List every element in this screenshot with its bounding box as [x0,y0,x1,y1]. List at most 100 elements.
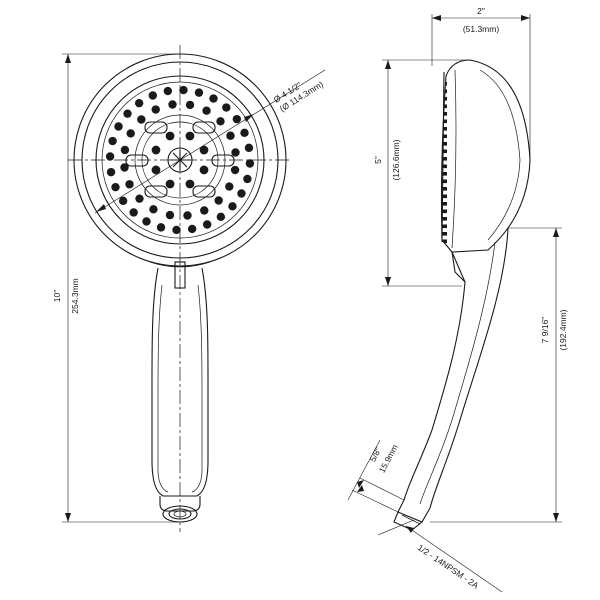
side-handle-mid [419,241,496,505]
head-height-in-label: 5" [373,156,383,164]
spray-hole [183,211,192,220]
inlet-length-ext-1 [359,477,405,501]
side-head-rim [479,69,521,241]
side-inlet-connector [393,499,431,531]
side-nozzle [441,89,447,94]
thread-spec-label: 1/2 - 14NPSM - 2A [416,542,481,590]
side-nozzle [441,157,447,161]
inlet-length-arrow-2 [357,485,364,492]
side-nozzle [441,134,447,139]
spray-hole [216,117,225,126]
spray-hole [185,179,195,189]
front-head-ring-2 [81,61,279,259]
side-nozzle [441,142,447,146]
spray-hole [199,165,209,175]
spray-hole [111,182,120,192]
diameter-leader-line [94,69,326,214]
side-nozzle [441,187,447,191]
front-center-ring-inner [141,121,219,199]
spray-hole [148,91,158,100]
overall-length-mm-label: 254.3mm [70,278,80,313]
front-spray-ring [101,81,259,239]
head-width-arrow-left [432,15,441,21]
handle-length-arrow-bottom [553,513,559,522]
diameter-arrow-lower [96,204,106,212]
front-setting-indicators [125,121,235,198]
spray-hole [237,189,246,198]
diameter-arrow-upper [244,114,254,122]
spray-hole [172,225,181,235]
spray-hole [142,217,151,226]
handle-length-mm-label: (192.4mm) [558,309,568,350]
side-nozzle [441,97,447,101]
front-face-plate [95,75,265,245]
head-height-arrow-top [385,60,391,69]
thread-spec-arrow [406,526,414,533]
spray-hole [129,208,138,217]
side-neck-tab [451,251,466,283]
side-nozzle [441,112,447,116]
spray-hole [151,105,160,114]
spray-hole [230,165,240,175]
handle-length-arrow-top [553,228,559,237]
overall-length-in-label: 10" [52,290,62,302]
spray-hole [226,131,235,140]
spray-hole [120,145,130,155]
front-view: Ø 4 1/2" (Ø 114.3mm) 10" 254.3mm [52,45,326,532]
spray-hole [125,180,134,189]
spray-hole [151,165,161,175]
spray-hole [202,106,211,115]
side-nozzle [441,224,447,229]
thread-spec-leader [405,525,503,593]
spray-hole [244,143,254,153]
spray-hole [108,136,117,146]
head-width-mm-label: (51.3mm) [463,24,500,34]
side-head-dome [440,59,531,253]
front-spray-holes [105,85,255,235]
side-face-line [441,71,445,243]
spray-hole [163,86,173,96]
spray-hole [214,196,223,205]
spray-hole [123,109,132,118]
side-nozzle [441,104,447,109]
overall-length-arrow-bottom [65,513,71,522]
spray-hole [232,114,242,124]
spray-hole [200,206,209,215]
head-height-arrow-bottom [385,277,391,286]
spray-hole [165,210,175,220]
thread-spec-leader-2 [377,519,415,536]
spray-hole [245,159,255,168]
handle-length-in-label: 7 9/16" [540,317,550,344]
side-nozzle [441,217,447,221]
spray-hole [228,202,237,211]
spray-hole [216,212,226,222]
side-nozzle [441,164,447,169]
inlet-length-mm-label: 15.9mm [377,443,400,475]
front-center-ring [134,114,226,206]
side-head-rim-2 [451,69,457,249]
spray-hole [149,205,158,214]
side-nozzle [441,127,447,131]
side-nozzle [441,149,447,154]
side-nozzle [441,209,447,214]
spray-hole [222,103,231,112]
spray-hole [135,194,144,203]
overall-length-arrow-top [65,54,71,63]
spray-hole [202,220,212,229]
spray-hole [240,128,249,138]
inlet-length-arrow-1 [357,480,364,488]
side-handle-inner [403,251,466,501]
spray-hole [187,224,197,234]
spray-hole [199,145,209,155]
spray-hole [231,148,240,157]
spray-hole [156,223,166,232]
front-neck-tab [174,261,186,289]
spray-hole [243,174,252,184]
spray-hole [194,88,204,97]
front-handle-inner-outline [157,284,203,493]
spray-hole [118,196,128,206]
head-height-mm-label: (126.6mm) [391,139,401,180]
side-nozzle [441,232,447,236]
spray-hole [225,182,234,191]
